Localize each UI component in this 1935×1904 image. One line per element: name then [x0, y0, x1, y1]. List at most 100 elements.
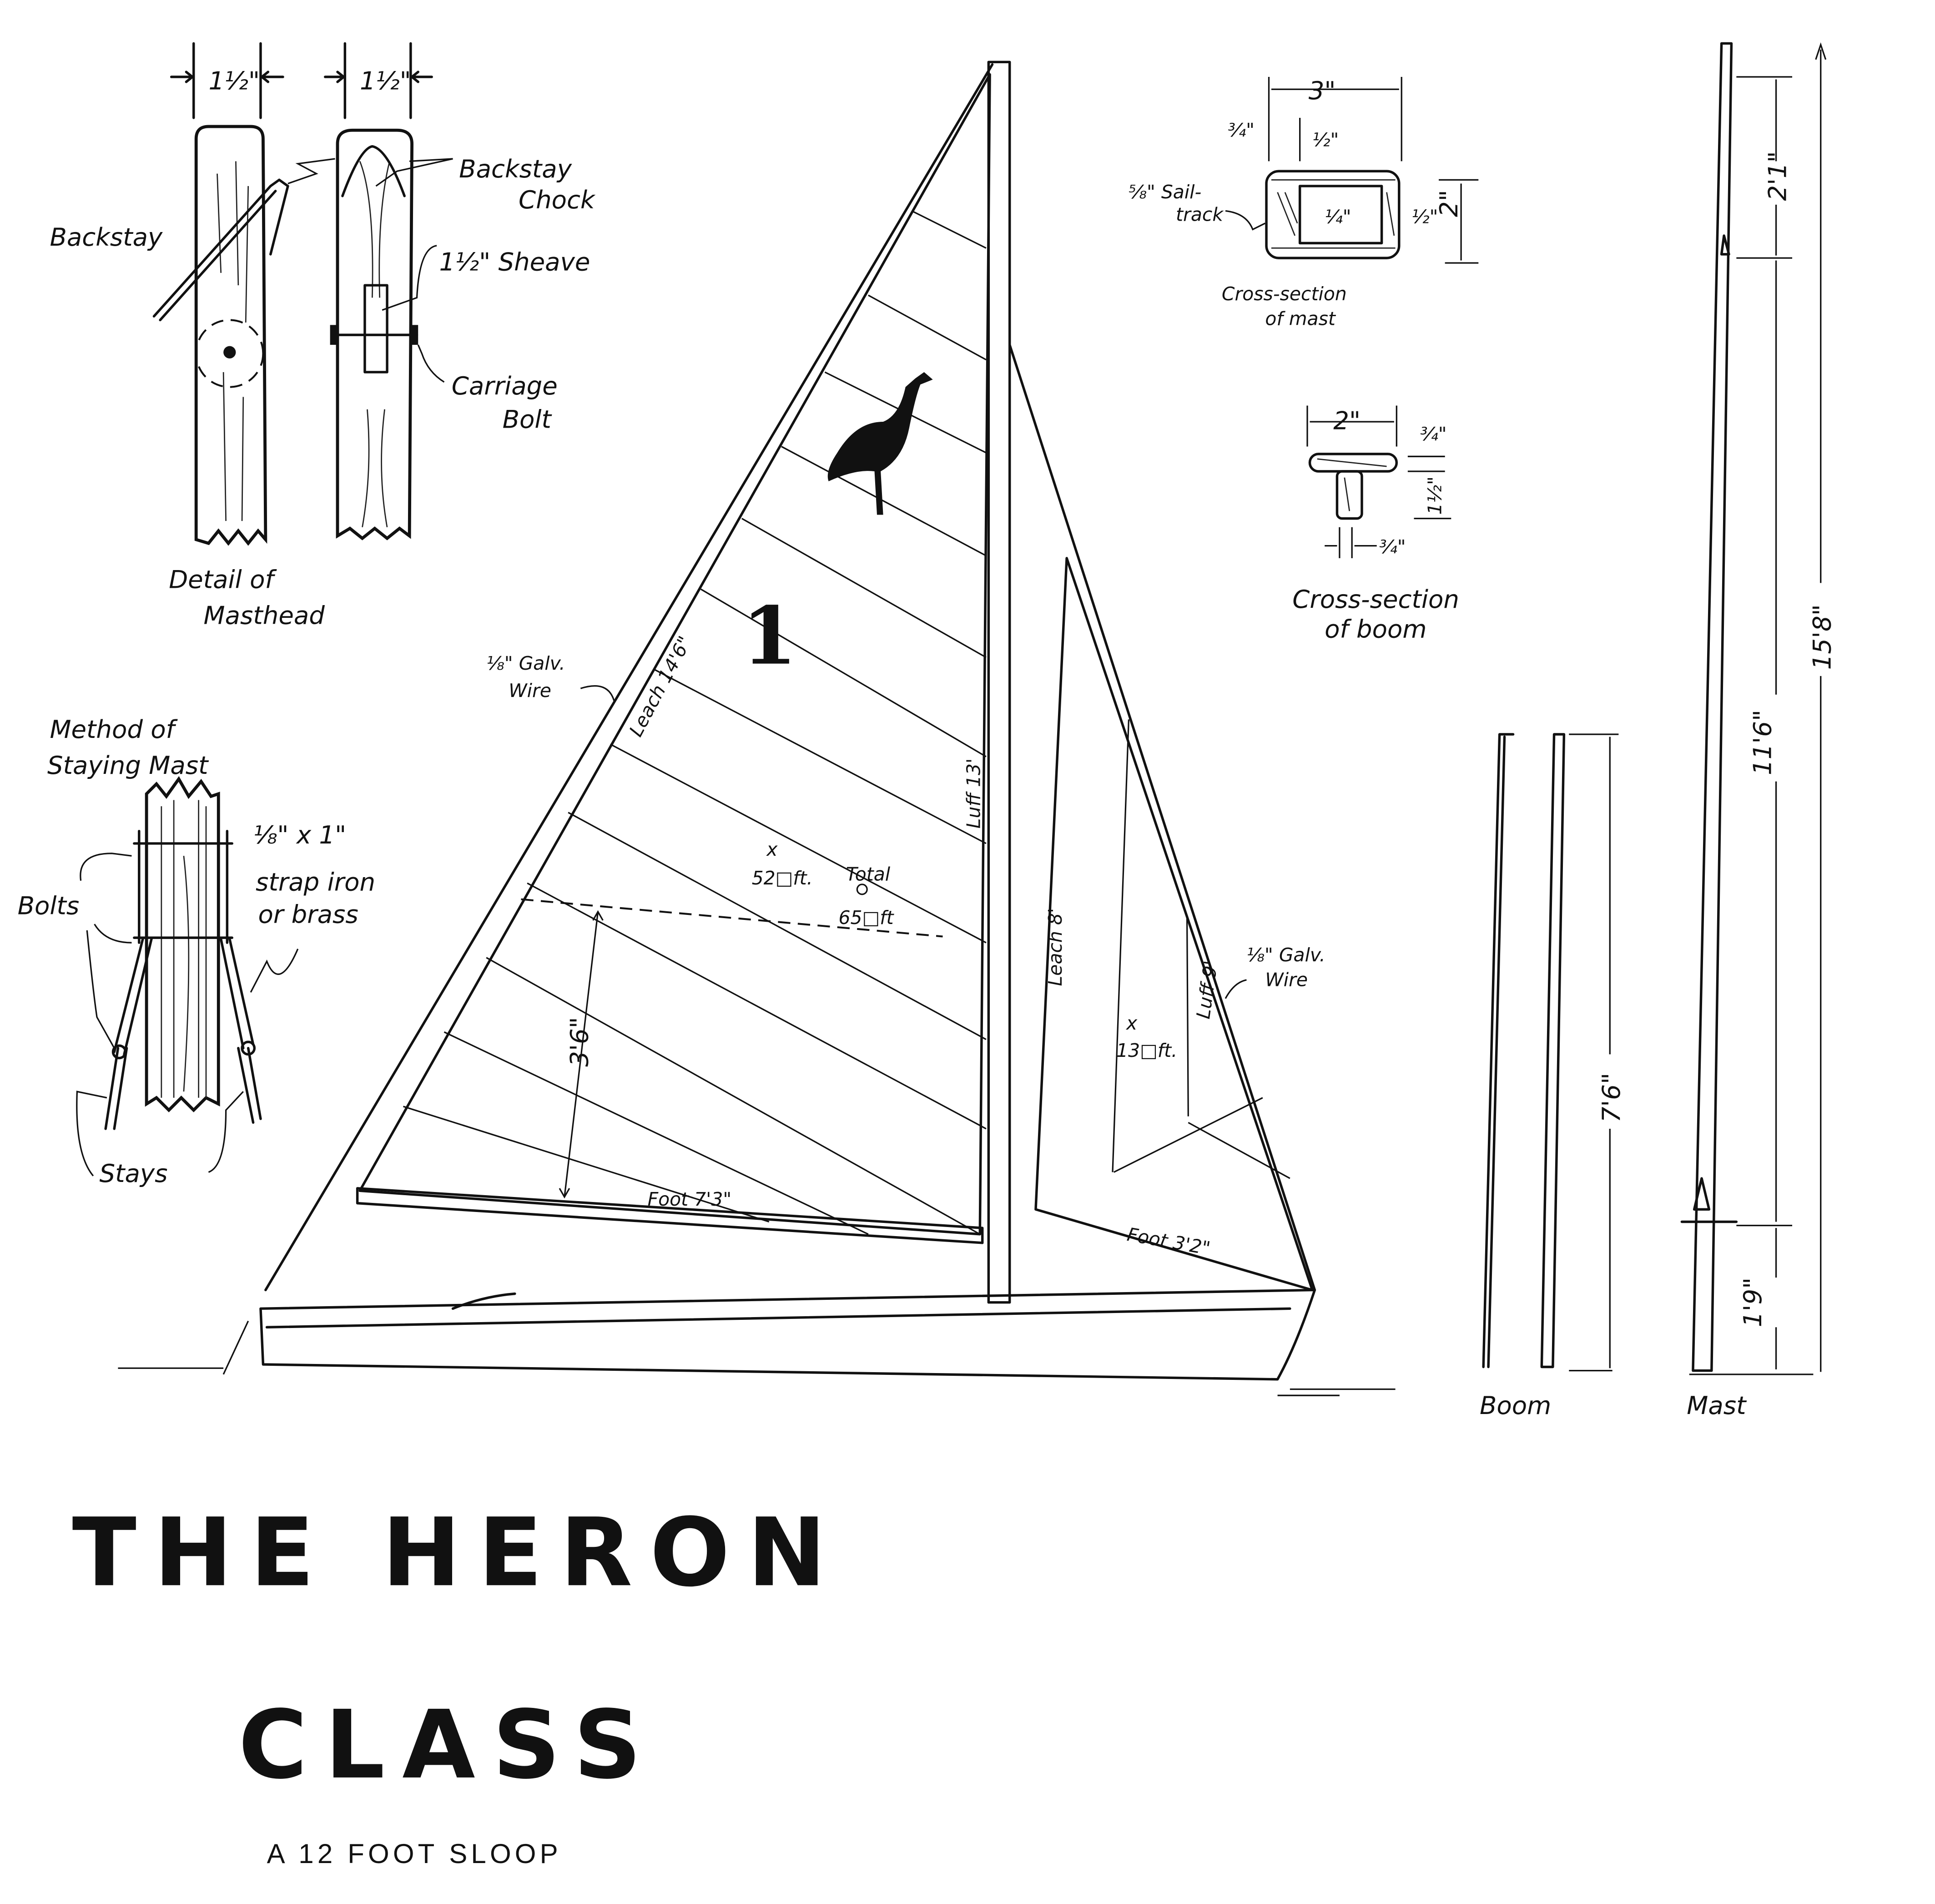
boom-length-dimension	[1569, 733, 1619, 1372]
boom-label: Boom	[1480, 1391, 1551, 1420]
strap-label: ⅛" x 1"	[253, 820, 347, 849]
backstay-wire-2	[159, 190, 277, 322]
masthead-caption-2: Masthead	[204, 601, 325, 630]
backstay-wire	[264, 63, 994, 1292]
total-area-label: 65□ft	[838, 907, 894, 929]
wood-grain	[1271, 179, 1396, 249]
heron-insignia-icon	[827, 372, 933, 515]
boom-side-view	[1482, 733, 1515, 1369]
center-of-effort-line	[521, 898, 943, 938]
bolt-nut	[412, 325, 418, 345]
bolts-label: Bolts	[18, 891, 80, 920]
mast-section-caption-2: of mast	[1265, 308, 1336, 329]
dim-arrows	[170, 71, 284, 83]
mast-profile	[1692, 42, 1733, 1372]
wood-grain	[1317, 458, 1387, 511]
backstay-wire-label-2: Wire	[509, 680, 551, 702]
backstay-wire	[152, 178, 289, 318]
leader-line	[382, 245, 437, 311]
boom-web	[1335, 470, 1363, 520]
mast-timber	[194, 125, 267, 546]
waterline	[118, 1320, 1396, 1396]
boom-depth-label: 1½"	[1424, 476, 1446, 515]
masthead-width-right: 1½"	[360, 66, 411, 95]
seam-lines	[403, 210, 987, 1235]
boom-height-dimension	[559, 910, 604, 1199]
forestay-wire	[1008, 343, 1316, 1292]
mast-width-label: 3"	[1309, 76, 1336, 105]
boom-web-label: ¾"	[1379, 536, 1406, 558]
jib	[1034, 557, 1314, 1292]
title-line-2: CLASS	[238, 1690, 659, 1800]
sail-plan: 1 3'6" ⅛" Galv. Wire Leach 14'6" Luff 13…	[118, 61, 1396, 1396]
strap-label-2: strap iron	[256, 868, 375, 897]
forestay-wire-label: ⅛" Galv.	[1246, 944, 1325, 966]
mast-height-label: 2"	[1434, 190, 1463, 217]
backstay-chock	[341, 145, 406, 197]
backstay-wire-label: ⅛" Galv.	[486, 652, 565, 674]
bolt	[111, 1044, 127, 1060]
wood-grain	[359, 161, 390, 527]
stays-label: Stays	[100, 1159, 168, 1188]
mainsail	[358, 73, 991, 1236]
backstay-chock-label: Backstay	[459, 154, 572, 183]
sheave-label: 1½" Sheave	[439, 247, 590, 276]
main-boom	[356, 1187, 984, 1244]
mast-inner-height-label: ¼"	[1325, 206, 1351, 228]
center-of-effort-icon	[856, 884, 868, 895]
subtitle: A 12 FOOT SLOOP	[267, 1838, 562, 1869]
boom-flange-label: ¾"	[1420, 423, 1446, 445]
mast-section-caption: Cross-section	[1222, 283, 1347, 305]
bolts-leaders	[80, 853, 132, 1049]
leader-line	[417, 344, 445, 383]
sail-number: 1	[742, 590, 797, 683]
leader-line	[580, 685, 615, 701]
staying-detail: Method of Staying Mast Bolts ⅛" x 1" str…	[18, 715, 375, 1188]
dim-arrows	[324, 71, 433, 83]
mast-top-label: 2'1"	[1763, 151, 1792, 201]
mast-dimensions	[1689, 42, 1827, 1375]
masthead-detail: 1½" 1½"	[50, 42, 596, 630]
bolts	[133, 842, 233, 939]
strap-iron	[138, 829, 229, 944]
boom-spar: 7'6" Boom	[1480, 733, 1626, 1420]
strap-label-3: or brass	[258, 899, 358, 929]
wood-grain	[161, 800, 207, 1098]
main-area-label: 52□ft.	[752, 867, 813, 889]
strap-leader	[250, 949, 299, 993]
mast-timber	[145, 776, 220, 1112]
backstay-chock-label-2: Chock	[519, 185, 596, 214]
dim-lines	[1439, 179, 1479, 264]
carriage-bolt-label-2: Bolt	[503, 405, 553, 434]
masthead-width-left: 1½"	[208, 66, 260, 95]
mast-section-outline	[1265, 170, 1401, 259]
mast	[987, 61, 1011, 1304]
mast-label: Mast	[1687, 1391, 1747, 1420]
boom-cross-section: 2" ¾" 1½" ¾" Cross-section of boom	[1292, 405, 1459, 643]
bolt-head	[330, 325, 337, 345]
mast-inner-offset-label: ½"	[1312, 129, 1339, 151]
boom-section-caption-2: of boom	[1325, 614, 1426, 643]
dim-lines	[1407, 455, 1451, 520]
masthead-front-view	[330, 128, 453, 540]
mast-total-label: 15'8"	[1808, 604, 1837, 670]
mast-middle-label: 11'6"	[1748, 710, 1777, 775]
leader-line	[287, 158, 335, 185]
stays-leaders	[76, 1091, 244, 1177]
sheave-pin	[223, 346, 236, 359]
title-line-1: THE HERON	[72, 1498, 844, 1607]
boom-height-label: 3'6"	[565, 1017, 594, 1066]
mast-hollow	[1298, 185, 1383, 245]
carriage-bolt-label: Carriage	[452, 371, 558, 400]
dim-lines	[1306, 405, 1397, 447]
masthead-caption: Detail of	[169, 565, 277, 594]
jib-foot-label: Foot 3'2"	[1125, 1223, 1212, 1259]
dim-lines	[1325, 527, 1377, 558]
backstay-label: Backstay	[50, 222, 163, 252]
stays	[104, 1047, 262, 1130]
sheave	[363, 284, 388, 374]
dim-lines	[1268, 77, 1402, 162]
title-block: THE HERON CLASS A 12 FOOT SLOOP	[72, 1498, 844, 1869]
main-foot-label: Foot 7'3"	[648, 1188, 732, 1210]
